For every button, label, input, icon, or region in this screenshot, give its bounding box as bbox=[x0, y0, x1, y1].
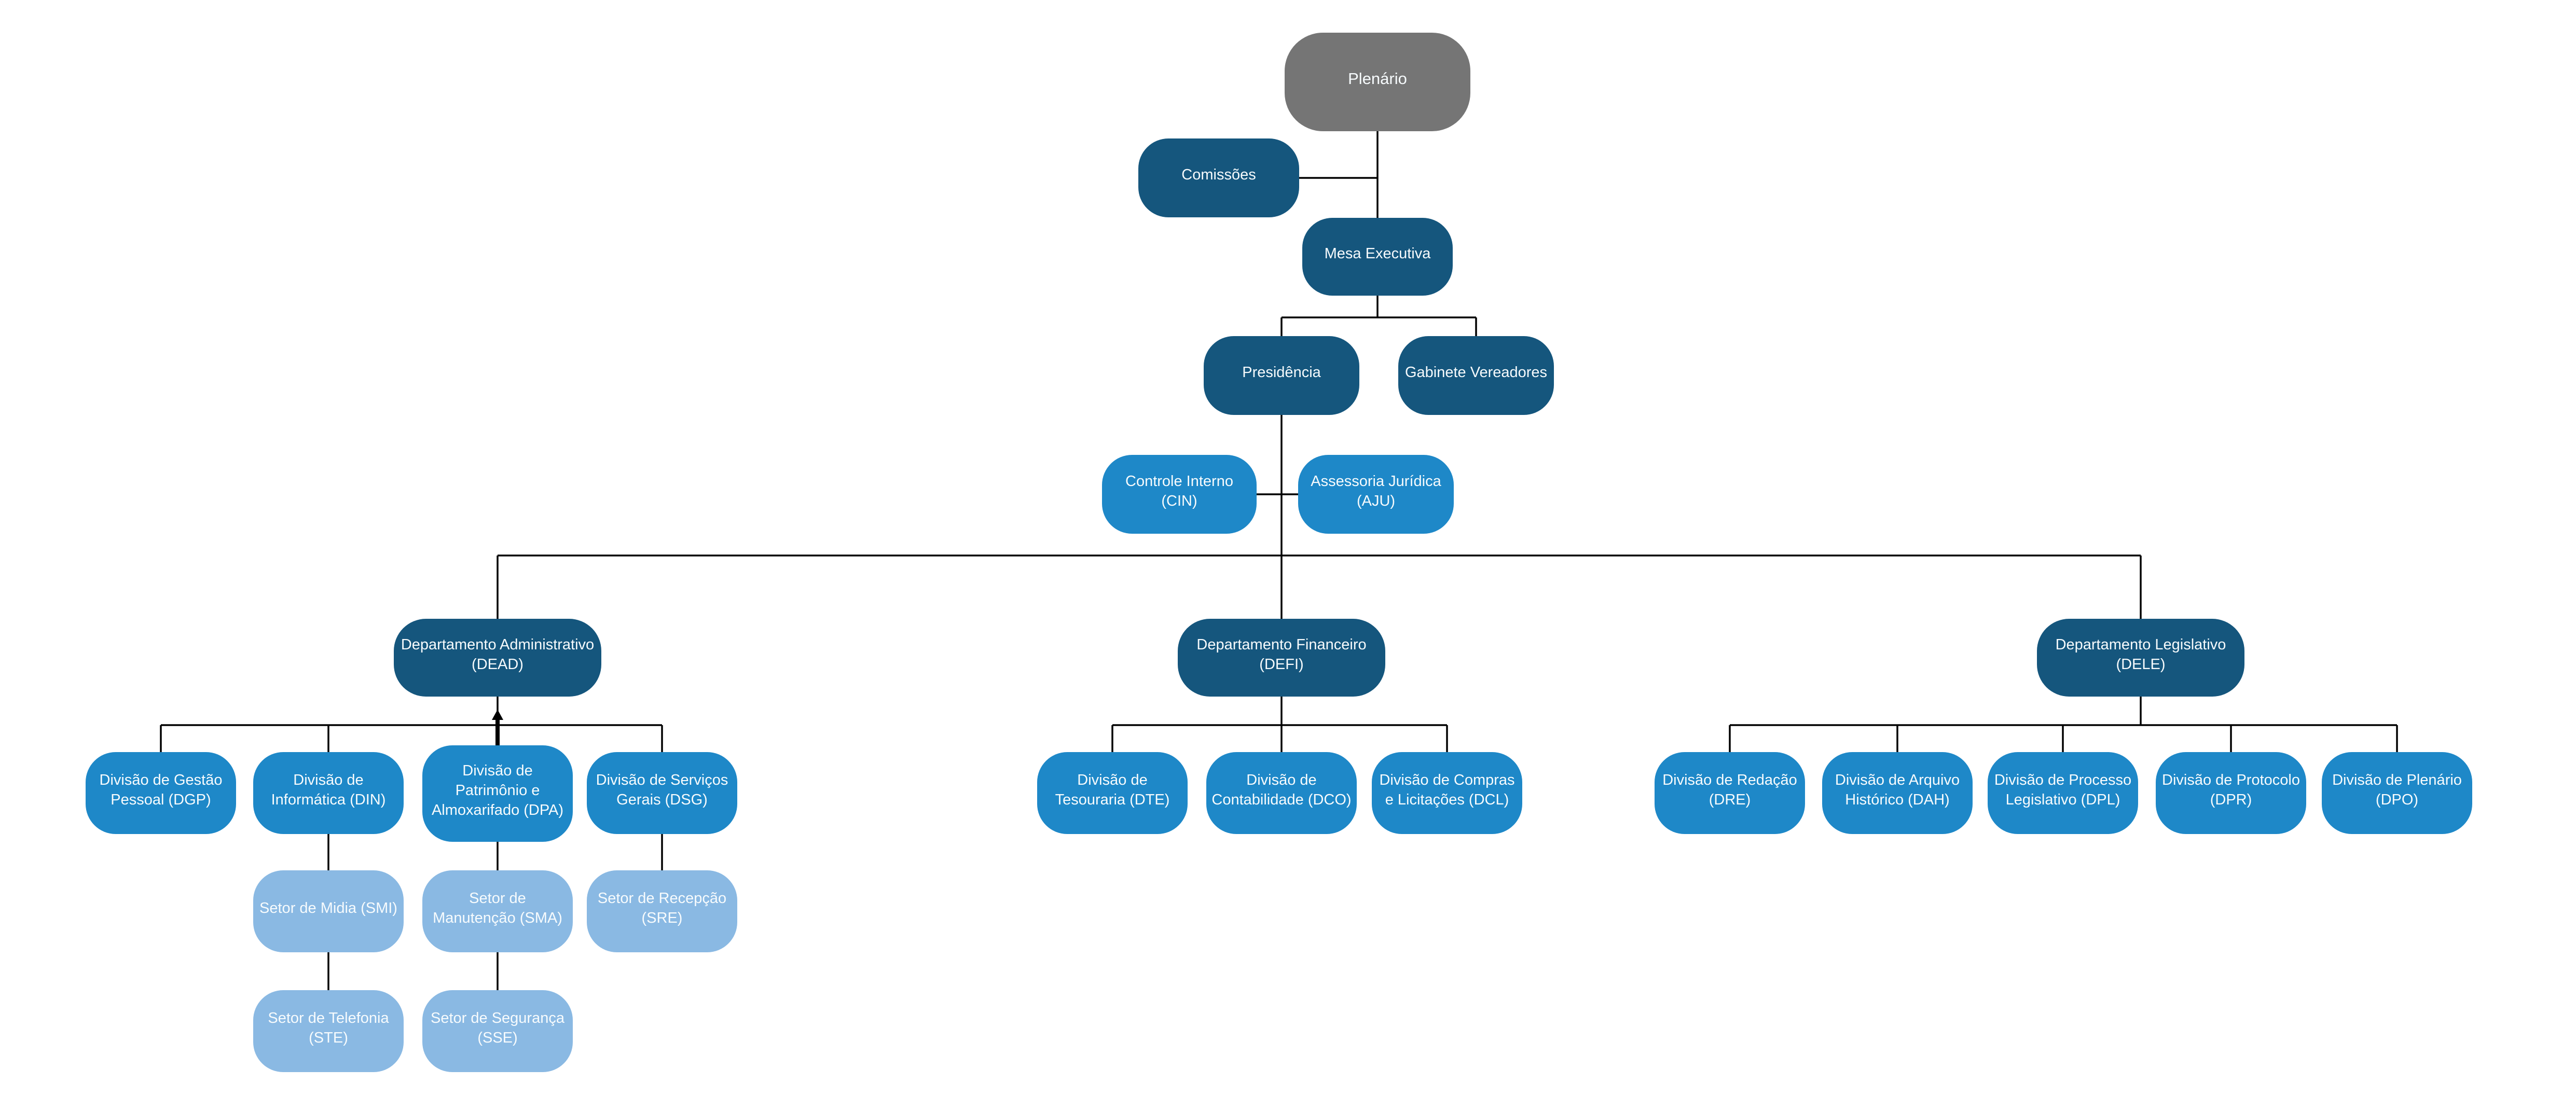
node-mesa-executiva-label: Mesa Executiva bbox=[1324, 245, 1431, 262]
node-dpl-label: Divisão de Processo Legislativo (DPL) bbox=[1994, 772, 2132, 808]
node-sma-label: Setor de Manutenção (SMA) bbox=[433, 890, 562, 926]
node-divisao-compras-licitacoes: Divisão de Compras e Licitações (DCL) bbox=[1372, 752, 1522, 834]
node-dpo-label: Divisão de Plenário (DPO) bbox=[2332, 772, 2462, 808]
node-departamento-legislativo: Departamento Legislativo (DELE) bbox=[2037, 619, 2244, 697]
node-dah-label: Divisão de Arquivo Histórico (DAH) bbox=[1835, 772, 1960, 808]
node-setor-telefonia: Setor de Telefonia (STE) bbox=[253, 990, 404, 1072]
node-divisao-plenario: Divisão de Plenário (DPO) bbox=[2322, 752, 2472, 834]
node-dcl-label: Divisão de Compras e Licitações (DCL) bbox=[1379, 772, 1515, 808]
node-divisao-processo-legislativo: Divisão de Processo Legislativo (DPL) bbox=[1988, 752, 2138, 834]
node-setor-seguranca: Setor de Segurança (SSE) bbox=[422, 990, 573, 1072]
node-gabinete-vereadores: Gabinete Vereadores bbox=[1398, 336, 1554, 415]
node-plenario: Plenário bbox=[1285, 33, 1470, 131]
node-dre-label: Divisão de Redação (DRE) bbox=[1662, 772, 1797, 808]
node-defi-label: Departamento Financeiro (DEFI) bbox=[1196, 636, 1367, 673]
node-setor-recepcao: Setor de Recepção (SRE) bbox=[587, 870, 737, 952]
node-assessoria-juridica-label: Assessoria Jurídica (AJU) bbox=[1311, 473, 1441, 509]
node-assessoria-juridica: Assessoria Jurídica (AJU) bbox=[1298, 455, 1454, 534]
node-dco-label: Divisão de Contabilidade (DCO) bbox=[1211, 772, 1352, 808]
node-divisao-gestao-pessoal: Divisão de Gestão Pessoal (DGP) bbox=[86, 752, 236, 834]
node-controle-interno: Controle Interno (CIN) bbox=[1102, 455, 1257, 534]
node-ste-label: Setor de Telefonia (STE) bbox=[268, 1010, 389, 1046]
node-setor-manutencao: Setor de Manutenção (SMA) bbox=[422, 870, 573, 952]
node-divisao-tesouraria: Divisão de Tesouraria (DTE) bbox=[1037, 752, 1188, 834]
node-dpa-label: Divisão de Patrimônio e Almoxarifado (DP… bbox=[431, 762, 564, 818]
node-departamento-administrativo: Departamento Administrativo (DEAD) bbox=[394, 619, 601, 697]
node-dte-label: Divisão de Tesouraria (DTE) bbox=[1055, 772, 1170, 808]
node-presidencia-label: Presidência bbox=[1242, 364, 1321, 381]
node-presidencia: Presidência bbox=[1204, 336, 1359, 415]
node-comissoes: Comissões bbox=[1138, 138, 1299, 217]
node-dead-label: Departamento Administrativo (DEAD) bbox=[401, 636, 595, 673]
node-sre-label: Setor de Recepção (SRE) bbox=[597, 890, 727, 926]
node-plenario-label: Plenário bbox=[1348, 70, 1407, 88]
node-divisao-patrimonio-almoxarifado: Divisão de Patrimônio e Almoxarifado (DP… bbox=[422, 745, 573, 842]
node-departamento-financeiro: Departamento Financeiro (DEFI) bbox=[1178, 619, 1385, 697]
node-divisao-informatica: Divisão de Informática (DIN) bbox=[253, 752, 404, 834]
node-controle-interno-label: Controle Interno (CIN) bbox=[1125, 473, 1233, 509]
node-dsg-label: Divisão de Serviços Gerais (DSG) bbox=[596, 772, 728, 808]
node-sse-label: Setor de Segurança (SSE) bbox=[431, 1010, 564, 1046]
node-divisao-protocolo: Divisão de Protocolo (DPR) bbox=[2156, 752, 2306, 834]
node-gabinete-vereadores-label: Gabinete Vereadores bbox=[1404, 364, 1548, 381]
node-din-label: Divisão de Informática (DIN) bbox=[271, 772, 386, 808]
node-setor-midia: Setor de Midia (SMI) bbox=[253, 870, 404, 952]
node-dele-label: Departamento Legislativo (DELE) bbox=[2055, 636, 2226, 673]
node-divisao-arquivo-historico: Divisão de Arquivo Histórico (DAH) bbox=[1822, 752, 1973, 834]
node-divisao-servicos-gerais: Divisão de Serviços Gerais (DSG) bbox=[587, 752, 737, 834]
node-divisao-contabilidade: Divisão de Contabilidade (DCO) bbox=[1206, 752, 1357, 834]
node-dpr-label: Divisão de Protocolo (DPR) bbox=[2162, 772, 2300, 808]
node-mesa-executiva: Mesa Executiva bbox=[1302, 218, 1453, 296]
node-smi-label: Setor de Midia (SMI) bbox=[259, 900, 397, 917]
node-dgp-label: Divisão de Gestão Pessoal (DGP) bbox=[99, 772, 223, 808]
node-comissoes-label: Comissões bbox=[1181, 166, 1256, 183]
node-divisao-redacao: Divisão de Redação (DRE) bbox=[1655, 752, 1805, 834]
